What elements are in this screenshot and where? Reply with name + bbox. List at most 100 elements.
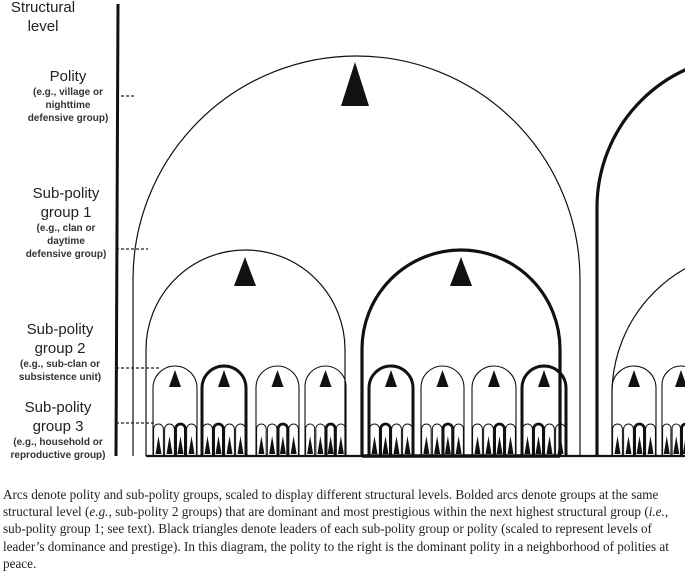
level-title: group 1	[40, 204, 92, 221]
sub-polity-3-leader-triangle	[474, 436, 481, 454]
sub-polity-2-leader-triangle	[319, 370, 332, 387]
sub-polity-2-arc	[152, 365, 198, 456]
sub-polity-3-arc	[186, 423, 197, 456]
sub-polity-2-leader-triangle	[675, 370, 685, 387]
sub-polity-1-arc	[611, 268, 685, 456]
sub-polity-3-leader-triangle	[337, 436, 344, 454]
sub-polity-3-arc	[544, 423, 555, 456]
level-example: (e.g., village or	[32, 87, 104, 98]
polity-arc-dominant	[595, 68, 685, 456]
sub-polity-3-arc-dominant	[212, 422, 225, 456]
sub-polity-3-leader-triangle	[279, 436, 286, 454]
sub-polity-3-leader-triangle	[327, 436, 334, 454]
caption-italic-ie: i.e.	[648, 504, 665, 520]
sub-polity-3-arc-dominant	[441, 422, 455, 456]
axis-label-line1: Structural	[10, 0, 76, 16]
level-example: (e.g., clan or	[36, 223, 96, 234]
sub-polity-2-leader-triangle	[436, 370, 449, 387]
sub-polity-3-leader-triangle	[371, 436, 378, 454]
sub-polity-3-arc	[645, 423, 656, 456]
sub-polity-3-arc	[612, 423, 623, 456]
caption-italic-eg: e.g.	[89, 504, 109, 520]
sub-polity-3-leader-triangle	[290, 436, 297, 454]
level-label-polity: Polity (e.g., village or nighttime defen…	[0, 67, 136, 125]
sub-polity-2-leader-triangle	[169, 370, 181, 387]
level-label-sub-polity-3: Sub-polity group 3 (e.g., household or r…	[0, 398, 116, 462]
level-title: Polity	[49, 68, 87, 85]
sub-polity-3-leader-triangle	[663, 436, 670, 454]
sub-polity-3-leader-triangle	[455, 436, 462, 454]
arcs-layer	[132, 55, 685, 458]
sub-polity-3-leader-triangle	[404, 436, 411, 454]
sub-polity-3-leader-triangle	[188, 436, 195, 454]
sub-polity-3-arc	[256, 423, 267, 456]
sub-polity-3-leader-triangle	[546, 436, 553, 454]
sub-polity-3-leader-triangle	[237, 436, 244, 454]
sub-polity-3-arc-dominant	[633, 422, 646, 456]
sub-polity-2-arc-dominant	[367, 364, 415, 456]
sub-polity-2-arc-dominant	[520, 364, 568, 456]
sub-polity-3-leader-triangle	[557, 436, 564, 454]
sub-polity-1-leader-triangle	[234, 257, 256, 286]
caption-text: , sub-polity 2 groups) that are dominant…	[108, 504, 649, 520]
sub-polity-3-arc	[505, 423, 516, 456]
sub-polity-3-leader-triangle	[393, 436, 400, 454]
sub-polity-2-arc	[420, 365, 465, 456]
level-example: reproductive group)	[10, 450, 106, 461]
level-title: Sub-polity	[32, 185, 100, 202]
sub-polity-3-leader-triangle	[269, 436, 276, 454]
caption-text: Arcs denote polity and sub-polity groups…	[3, 487, 659, 520]
sub-polity-3-leader-triangle	[636, 436, 643, 454]
sub-polity-3-leader-triangle	[647, 436, 654, 454]
sub-polity-2-leader-triangle	[271, 370, 284, 387]
sub-polity-2-arc-dominant	[200, 364, 248, 456]
level-example: nighttime	[45, 100, 91, 111]
level-example: (e.g., household or	[13, 437, 103, 448]
level-example: defensive group)	[25, 249, 107, 260]
sub-polity-2-leader-triangle	[628, 370, 640, 387]
sub-polity-3-arc	[153, 423, 164, 456]
level-example: daytime	[47, 236, 85, 247]
level-label-sub-polity-2: Sub-polity group 2 (e.g., sub-clan or su…	[0, 320, 120, 384]
polity-arc	[132, 55, 581, 456]
sub-polity-3-arc-dominant	[532, 422, 545, 456]
sub-polity-3-leader-triangle	[166, 436, 173, 454]
level-title: Sub-polity	[26, 321, 94, 338]
sub-polity-3-arc	[402, 423, 413, 456]
structural-level-axis	[114, 3, 120, 457]
figure-caption: Arcs denote polity and sub-polity groups…	[3, 486, 685, 572]
sub-polity-3-leader-triangle	[507, 436, 514, 454]
level-example: (e.g., sub-clan or	[19, 359, 100, 370]
sub-polity-3-arc-dominant	[174, 422, 187, 456]
sub-polity-1-leader-triangle	[450, 257, 472, 286]
sub-polity-3-arc	[453, 423, 464, 456]
sub-polity-3-leader-triangle	[673, 436, 680, 454]
sub-polity-3-leader-triangle	[382, 436, 389, 454]
sub-polity-3-arc	[391, 423, 402, 456]
sub-polity-3-arc	[305, 423, 316, 456]
sub-polity-3-arc	[421, 423, 432, 456]
sub-polity-3-leader-triangle	[155, 436, 162, 454]
sub-polity-2-leader-triangle	[385, 370, 397, 387]
level-label-sub-polity-1: Sub-polity group 1 (e.g., clan or daytim…	[0, 184, 132, 261]
sub-polity-3-leader-triangle	[317, 436, 324, 454]
polity-leader-triangle	[341, 62, 369, 106]
sub-polity-2-arc	[304, 365, 347, 456]
sub-polity-3-arc	[235, 423, 246, 456]
leaders-layer	[155, 62, 685, 454]
sub-polity-3-arc-dominant	[276, 422, 290, 456]
sub-polity-3-leader-triangle	[258, 436, 265, 454]
sub-polity-2-arc	[255, 365, 300, 456]
sub-polity-3-leader-triangle	[614, 436, 621, 454]
sub-polity-3-arc-dominant	[379, 422, 392, 456]
sub-polity-3-leader-triangle	[423, 436, 430, 454]
sub-polity-2-leader-triangle	[488, 370, 500, 387]
sub-polity-3-leader-triangle	[485, 436, 492, 454]
sub-polity-2-leader-triangle	[538, 370, 550, 387]
level-example: subsistence unit)	[18, 372, 102, 383]
axis-label-line2: level	[27, 18, 59, 35]
sub-polity-3-arc	[662, 423, 672, 456]
polity-structure-diagram	[114, 3, 685, 458]
sub-polity-3-leader-triangle	[226, 436, 233, 454]
sub-polity-3-arc	[224, 423, 235, 456]
